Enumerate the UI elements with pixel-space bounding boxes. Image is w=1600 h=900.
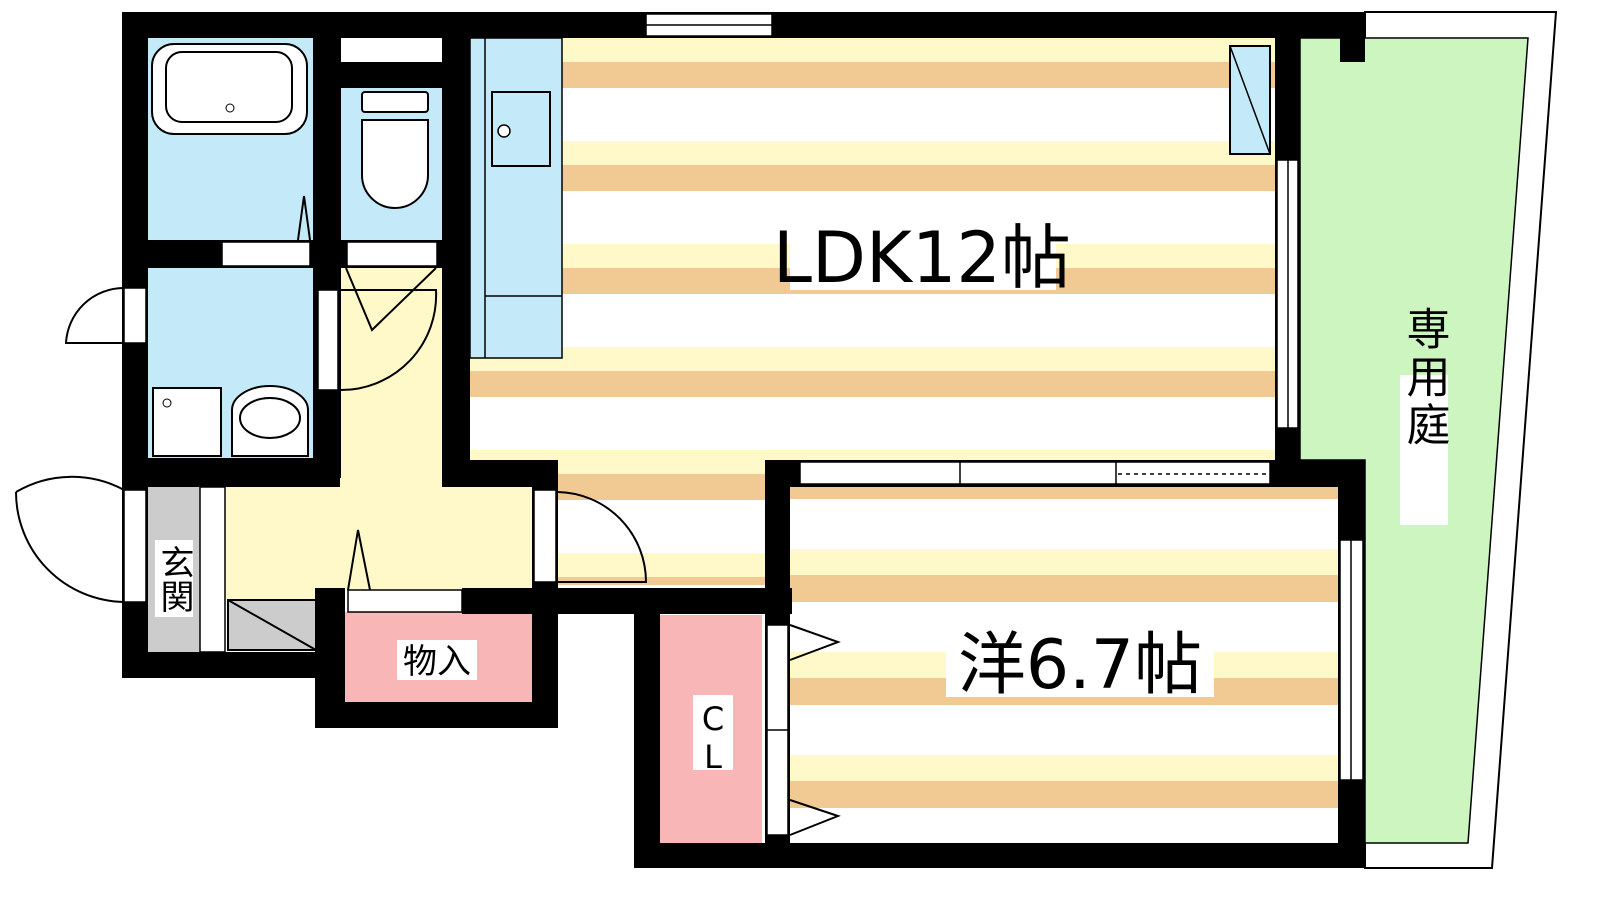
washing-machine-space — [152, 387, 222, 457]
closet-label: CL — [694, 700, 732, 776]
ldk-label: LDK12帖 — [773, 217, 1071, 299]
drain-icon — [162, 398, 172, 408]
bathtub-inner — [165, 51, 293, 123]
drain-icon — [225, 103, 235, 113]
storage-label: 物入 — [403, 642, 471, 682]
door-swings — [15, 195, 841, 836]
label-bg — [693, 695, 733, 770]
label-bg — [946, 625, 1214, 697]
toilet-icon — [361, 91, 429, 209]
openings — [123, 13, 1364, 836]
label-bg — [1400, 375, 1448, 525]
kitchen-counter — [469, 37, 563, 359]
label-bg — [397, 640, 477, 680]
entrance-label: 玄関 — [154, 545, 194, 613]
bathtub — [151, 43, 308, 135]
label-bg — [790, 215, 1056, 290]
western-room-label: 洋6.7帖 — [958, 626, 1202, 705]
hallway-floor — [225, 268, 532, 600]
step — [199, 486, 226, 653]
ldk-floor-extension — [558, 455, 765, 585]
garden-label: 専用庭 — [1399, 306, 1450, 450]
basin — [239, 397, 301, 439]
label-bg — [155, 540, 193, 617]
